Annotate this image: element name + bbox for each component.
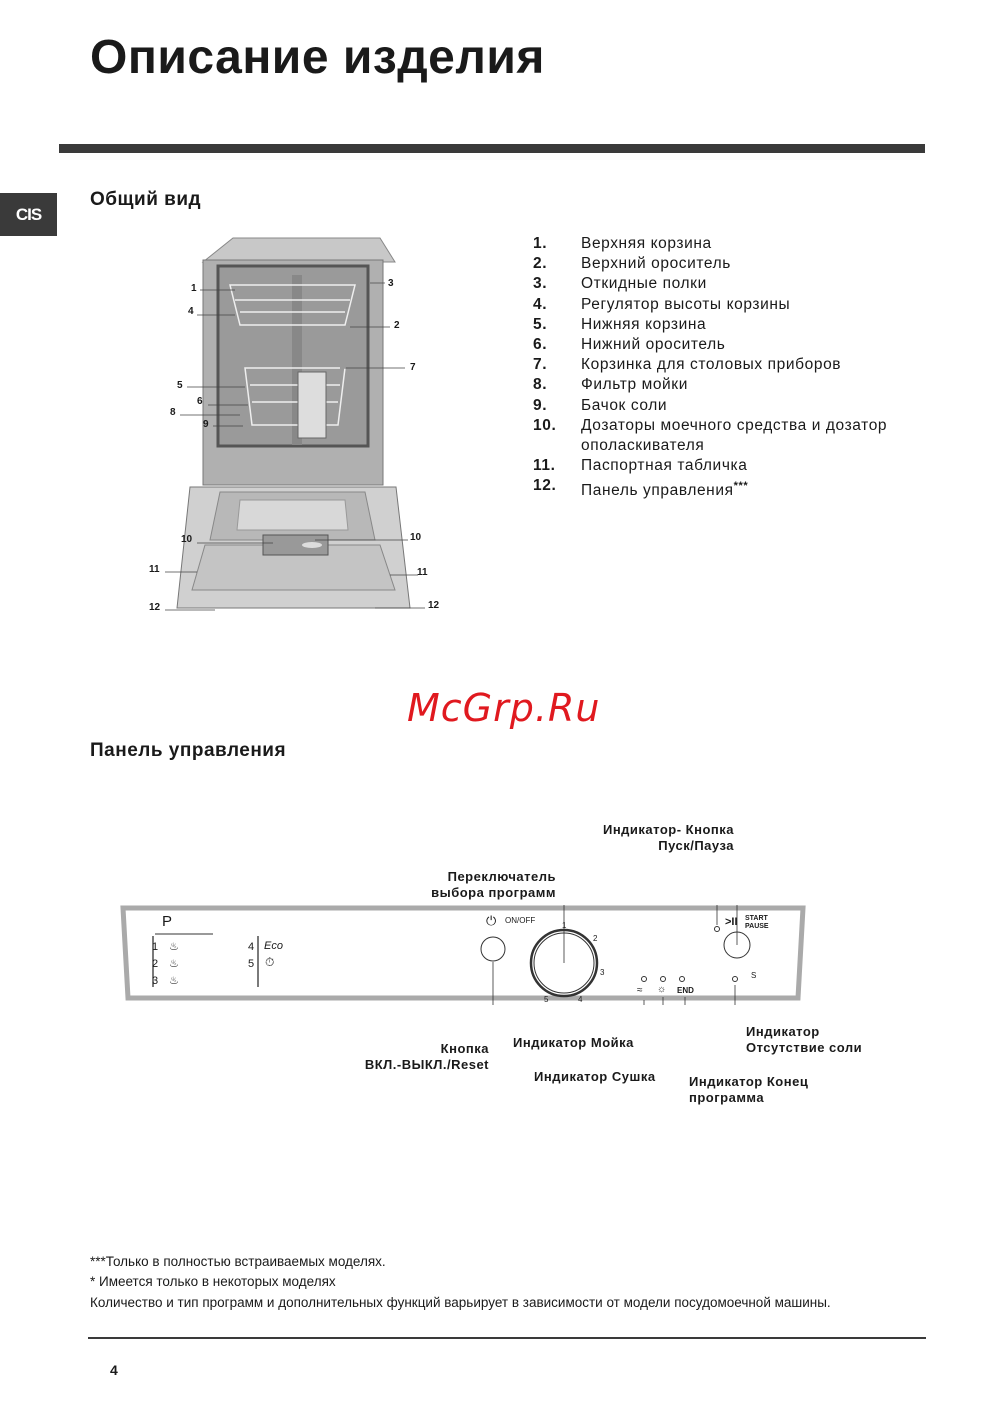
dial-1: 1 [562, 921, 567, 930]
list-item: 4.Регулятор высоты корзины [533, 295, 791, 313]
watermark: McGrp.Ru [407, 686, 601, 730]
salt-icon: S [751, 971, 757, 980]
footer-divider [88, 1337, 926, 1339]
label-onoff: Кнопка ВКЛ.-ВЫКЛ./Reset [364, 1041, 489, 1072]
program-3: 3 [152, 975, 159, 987]
footnote-1: ***Только в полностью встраиваемых модел… [90, 1254, 386, 1269]
program-1: 1 [152, 941, 159, 953]
pot-icon: ♨ [169, 958, 179, 970]
list-item: 6.Нижний ороситель [533, 336, 726, 354]
callout-2: 2 [394, 320, 400, 331]
header-divider [59, 144, 925, 153]
start-pause-button[interactable] [724, 932, 750, 958]
list-item: 9.Бачок соли [533, 396, 668, 414]
dial-2: 2 [593, 934, 598, 943]
page-title: Описание изделия [90, 31, 545, 84]
timer-icon: ⏱ [265, 955, 275, 969]
program-selector-knob[interactable] [531, 930, 597, 996]
label-end: Индикатор Конец программа [689, 1074, 809, 1105]
label-wash: Индикатор Мойка [513, 1035, 634, 1050]
label-dry: Индикатор Сушка [534, 1069, 656, 1084]
callout-4: 4 [188, 306, 194, 317]
list-item: 1.Верхняя корзина [533, 235, 712, 252]
dial-4: 4 [578, 995, 583, 1004]
callout-12-left: 12 [149, 602, 161, 613]
list-item: 11.Паспортная табличка [533, 457, 748, 475]
play-pause-icon: >II [725, 916, 738, 928]
callout-1: 1 [191, 283, 197, 294]
program-4: 4 [248, 941, 255, 953]
program-label: P [162, 913, 173, 930]
eco-icon: Eco [264, 940, 283, 952]
callout-8: 8 [170, 407, 176, 418]
control-panel-illustration [120, 905, 806, 1005]
callout-5: 5 [177, 380, 183, 391]
list-item: 7.Корзинка для столовых приборов [533, 356, 842, 374]
label-selector: Переключатель выбора программ [431, 869, 556, 900]
program-2: 2 [152, 958, 159, 970]
callout-10-right: 10 [410, 532, 422, 543]
callout-11-left: 11 [149, 564, 160, 575]
list-item: 8.Фильтр мойки [533, 376, 688, 394]
callout-12-right: 12 [428, 600, 440, 611]
sun-icon: ☼ [657, 984, 667, 995]
callout-7: 7 [410, 362, 416, 373]
onoff-button[interactable] [481, 937, 505, 961]
label-start-pause: Индикатор- Кнопка Пуск/Пауза [602, 822, 734, 853]
label-salt: Индикатор Отсутствие соли [746, 1024, 863, 1055]
callout-11-right: 11 [417, 567, 428, 578]
callout-10-left: 10 [181, 534, 193, 545]
onoff-label: ON/OFF [505, 916, 536, 925]
wash-icon: ≈ [637, 985, 643, 996]
dishwasher-illustration [165, 237, 425, 611]
end-label: END [677, 986, 694, 995]
pot-icon: ♨ [169, 941, 179, 953]
program-5: 5 [248, 958, 255, 970]
section-heading-control-panel: Панель управления [90, 740, 287, 761]
list-item: 10.Дозаторы моечного средства и дозатор … [533, 416, 888, 455]
callout-3: 3 [388, 278, 394, 289]
region-tab: CIS [0, 193, 57, 236]
list-item: 3.Откидные полки [533, 275, 707, 293]
power-icon: ⏻ [486, 913, 497, 928]
list-item: 5.Нижняя корзина [533, 315, 707, 333]
parts-list: 1.Верхняя корзина 2.Верхний ороситель 3.… [533, 234, 911, 502]
callout-9: 9 [203, 419, 209, 430]
dial-3: 3 [600, 968, 605, 977]
pot-icon: ♨ [169, 975, 179, 987]
section-heading-general: Общий вид [90, 189, 202, 210]
footnote-2: * Имеется только в некоторых моделях [90, 1274, 336, 1289]
dial-5: 5 [544, 995, 549, 1004]
page-number: 4 [110, 1362, 118, 1378]
footnote-3: Количество и тип программ и дополнительн… [90, 1295, 831, 1310]
list-item: 2.Верхний ороситель [533, 255, 731, 273]
list-item: 12.Панель управления*** [533, 477, 749, 500]
callout-6: 6 [197, 396, 203, 407]
